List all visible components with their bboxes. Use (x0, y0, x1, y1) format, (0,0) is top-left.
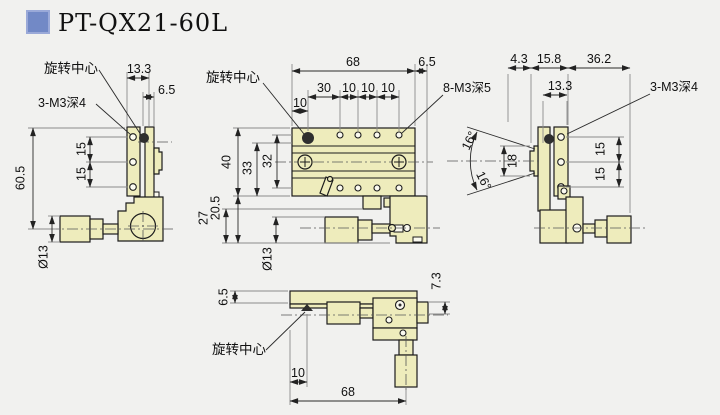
front-view-knob (324, 216, 359, 244)
dim-right-15-8: 15.8 (537, 52, 561, 66)
left-thread-label: 3-M3深4 (38, 96, 86, 110)
dim-front-width: 68 (346, 55, 360, 69)
dim-right-pitch-b: 15 (593, 167, 607, 181)
front-view: 旋转中心 8-M3深5 68 6.5 30 10 10 10 10 40 33 … (196, 55, 491, 271)
dim-front-32: 32 (260, 154, 274, 168)
dim-bottom-68: 68 (341, 385, 355, 399)
dim-front-knob-dia: Ø13 (260, 247, 274, 271)
dim-right-tab-height: 18 (505, 154, 519, 168)
page-title: PT-QX21-60L (58, 9, 228, 37)
left-side-view: 旋转中心 3-M3深4 13.3 6.5 60.5 15 15 Ø13 (13, 61, 175, 269)
left-view-hole-1 (129, 133, 137, 141)
left-view-clip (153, 147, 163, 175)
front-view-bracket (389, 195, 428, 244)
right-view-knob (606, 215, 632, 244)
right-view-hole-1 (557, 133, 565, 141)
dim-bottom-10: 10 (291, 366, 305, 380)
right-thread-label: 3-M3深4 (650, 80, 698, 94)
dim-bottom-6-5: 6.5 (216, 288, 230, 305)
dim-left-knob-dia: Ø13 (36, 245, 50, 269)
dim-right-pitch-a: 15 (593, 142, 607, 156)
left-rotation-center-label: 旋转中心 (44, 61, 98, 76)
front-rotation-center-mark (302, 132, 314, 144)
angle-arc (469, 131, 478, 191)
right-view-hole-2 (557, 158, 565, 166)
left-view-hole-3 (129, 183, 137, 191)
dim-left-pitch-b: 15 (74, 167, 88, 181)
front-rotation-center-label: 旋转中心 (206, 70, 260, 85)
left-view-hole-2 (129, 158, 137, 166)
dim-left-pitch-a: 15 (74, 142, 88, 156)
dim-right-4-3: 4.3 (510, 52, 527, 66)
bottom-view-center-block (326, 301, 361, 325)
right-rotation-center-mark (544, 134, 554, 144)
brand-square-icon (26, 10, 50, 34)
dim-front-center-offset: 10 (293, 96, 307, 110)
front-thread-label: 8-M3深5 (443, 81, 491, 95)
dim-right-36-2: 36.2 (587, 52, 611, 66)
dim-front-edge-offset: 6.5 (418, 55, 435, 69)
dim-front-20-5: 20.5 (208, 196, 222, 220)
dim-front-pitch-a: 10 (342, 81, 356, 95)
dim-front-pitch-c: 10 (381, 81, 395, 95)
bottom-view: 6.5 7.3 旋转中心 10 68 (212, 272, 450, 405)
dim-front-33: 33 (240, 161, 254, 175)
bottom-view-bracket (372, 297, 418, 329)
dim-front-lower-height: 27 (196, 211, 210, 225)
dim-front-pitch-b: 10 (361, 81, 375, 95)
left-view-rotation-center-mark (139, 133, 149, 143)
dim-right-13-3: 13.3 (548, 79, 572, 93)
dim-front-plate-height: 40 (219, 155, 233, 169)
dim-left-top-width: 13.3 (127, 62, 151, 76)
bottom-rotation-center-label: 旋转中心 (212, 342, 266, 357)
dim-front-first-pitch: 30 (317, 81, 331, 95)
right-side-view: 4.3 15.8 36.2 13.3 3-M3深4 16° 16° 18 15 … (447, 52, 698, 244)
right-view-bracket (539, 209, 569, 244)
dim-left-top-offset: 6.5 (158, 83, 175, 97)
bottom-rotation-center-mark (301, 304, 313, 311)
dim-left-height: 60.5 (13, 166, 27, 190)
title-block: PT-QX21-60L (26, 9, 228, 37)
dim-bottom-7-3: 7.3 (429, 272, 443, 289)
